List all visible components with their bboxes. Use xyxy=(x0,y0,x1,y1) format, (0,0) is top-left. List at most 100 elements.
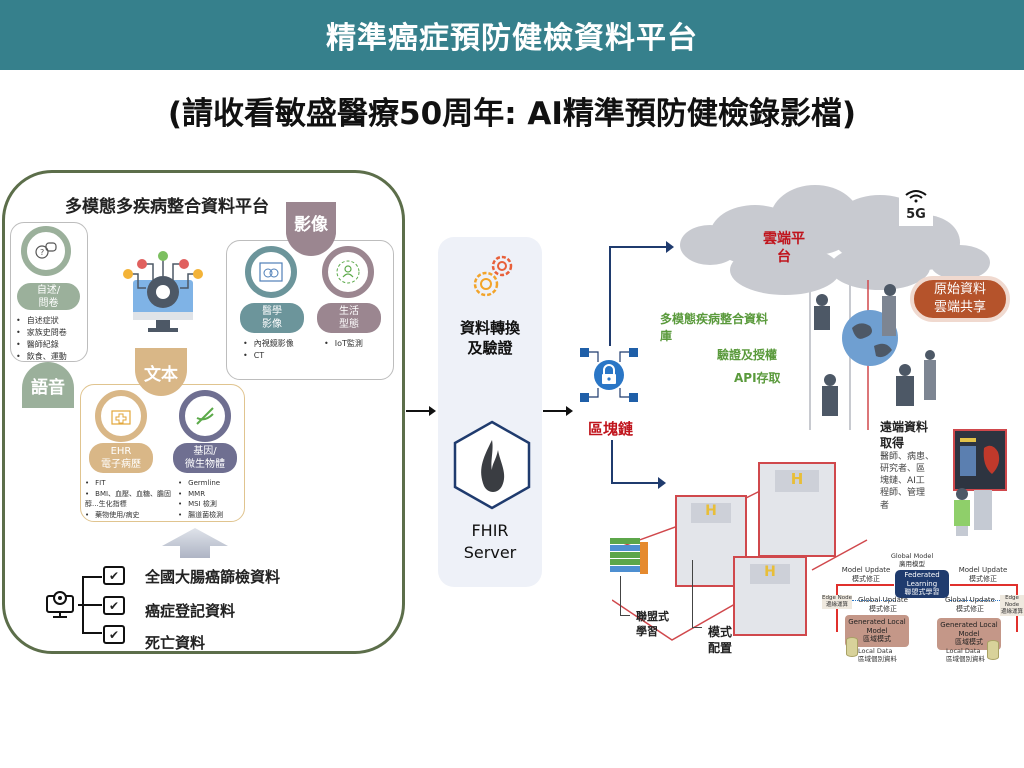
remote-desc-line: 醫師、病患、 xyxy=(880,452,935,462)
ehr-label: EHR 電子病歷 xyxy=(89,443,153,473)
convert-label: 資料轉換 及驗證 xyxy=(438,318,542,359)
fhir-server-label: FHIR Server xyxy=(438,520,542,563)
hospital-building: H xyxy=(733,556,807,636)
cloud-graphic xyxy=(670,185,1000,305)
dna-icon xyxy=(179,390,231,442)
line-down xyxy=(611,440,613,484)
checkbox-icon: ✔ xyxy=(103,625,125,644)
convert-gears-icon xyxy=(468,252,518,302)
blue-dotted-left xyxy=(852,600,896,601)
voice-item: 家族史問卷 xyxy=(16,327,67,339)
federated-pointer-tick xyxy=(620,615,630,616)
global-update-en: Global Update xyxy=(945,596,995,604)
federated-learning-stack-icon xyxy=(610,538,650,576)
voice-label-line2: 問卷 xyxy=(38,297,59,309)
remote-desc-line: 者 xyxy=(880,500,890,511)
medical-image-items: 內視鏡影像 CT xyxy=(243,338,294,362)
fl-center-line3: 聯盟式學習 xyxy=(904,588,940,597)
federated-learning-label: 聯盟式 學習 xyxy=(636,610,669,640)
gene-item: Germline xyxy=(178,478,223,489)
remote-title-line2: 取得 xyxy=(880,435,905,450)
lifestyle-items: IoT監測 xyxy=(324,338,363,350)
local-model-line1: Generated Local xyxy=(848,618,906,627)
local-model-line2: Model xyxy=(866,626,888,635)
chat-question-icon: ? xyxy=(21,226,71,276)
medical-item: CT xyxy=(243,350,294,362)
helipad-icon: H xyxy=(750,564,790,584)
remote-desc-line: 塊鏈、AI工 xyxy=(880,476,925,487)
edge-node-zh: 邊緣運算 xyxy=(1000,608,1023,615)
global-update-zh: 模式修正 xyxy=(956,604,984,613)
local-model-line3: 區域模式 xyxy=(955,638,983,647)
checkbox-icon: ✔ xyxy=(103,596,125,615)
hospital-building: H xyxy=(758,462,836,557)
gene-label-line1: 基因/ xyxy=(193,446,217,457)
checkbox-icon: ✔ xyxy=(103,566,125,585)
text-tab: 文本 xyxy=(135,348,187,396)
ehr-label-line1: EHR xyxy=(110,446,132,457)
local-data-en: Local Data xyxy=(946,647,981,655)
edge-node-en: Edge Node xyxy=(1004,595,1020,608)
fhir-flame-icon xyxy=(452,420,532,510)
remote-access-desc: 醫師、病患、 研究者、區 塊鏈、AI工 程師、管理 者 xyxy=(880,451,934,512)
svg-text:?: ? xyxy=(40,248,44,257)
feature-line: 庫 xyxy=(660,329,673,343)
remote-terminal-illustration xyxy=(948,428,1012,538)
edge-node-en: Edge Node xyxy=(822,595,852,601)
5g-badge: 5G xyxy=(899,188,933,226)
voice-item: 自述症狀 xyxy=(16,315,67,327)
page-title: 精準癌症預防健檢資料平台 xyxy=(326,21,698,56)
blockchain-lock-icon xyxy=(578,344,640,406)
medical-scan-icon xyxy=(245,246,297,298)
arrow-to-fhir xyxy=(406,406,436,416)
global-update-zh: 模式修正 xyxy=(869,604,897,613)
model-label-line2: 配置 xyxy=(708,641,733,656)
subtitle: (請收看敏盛醫療50周年: AI精準預防健檢錄影檔) xyxy=(167,96,857,132)
raw-data-share-badge: 原始資料 雲端共享 xyxy=(910,276,1010,322)
blue-dotted-right xyxy=(950,600,1000,601)
global-update-en: Global Update xyxy=(858,596,908,604)
network-label: 5G xyxy=(906,207,926,222)
arrow-head-cloud xyxy=(666,241,674,253)
local-data-left: Local Data 區域個別資料 xyxy=(858,647,918,663)
local-model-line3: 區域模式 xyxy=(863,635,891,644)
federated-label-line2: 學習 xyxy=(636,624,658,638)
model-pointer-tick xyxy=(692,627,702,628)
local-model-line1: Generated Local xyxy=(940,621,998,630)
feature-database: 多模態疾病整合資料 庫 xyxy=(660,310,768,344)
ehr-item: BMI、血壓、血糖、膽固醇...生化指標 xyxy=(85,489,180,510)
tree-stem xyxy=(78,604,102,606)
gene-items: Germline MMR MSI 檢測 腸道菌檢測 xyxy=(178,478,223,520)
medical-image-label: 醫學 影像 xyxy=(240,303,304,333)
remote-access-title: 遠端資料 取得 xyxy=(880,420,928,451)
model-update-en: Model Update xyxy=(841,566,891,574)
voice-label-line1: 自述/ xyxy=(36,284,61,296)
helipad-icon: H xyxy=(775,470,819,492)
global-model-zh: 廣用模型 xyxy=(899,560,925,569)
remote-title-line1: 遠端資料 xyxy=(880,420,929,434)
model-update-right: Model Update 模式修正 xyxy=(955,566,1011,584)
local-model-line2: Model xyxy=(958,629,980,638)
lifestyle-iot-icon xyxy=(322,246,374,298)
edge-node-left: Edge Node 邊緣運算 xyxy=(822,595,852,609)
arrow-head-hospitals xyxy=(658,477,666,489)
global-model-label: Global Model 廣用模型 xyxy=(882,552,942,568)
convert-line2: 及驗證 xyxy=(467,339,513,358)
remote-desc-line: 研究者、區 xyxy=(880,464,926,475)
feature-auth: 驗證及授權 xyxy=(717,348,778,362)
researchers-globe-illustration xyxy=(800,280,940,430)
lifestyle-item: IoT監測 xyxy=(324,338,363,350)
global-model-en: Global Model xyxy=(890,552,934,560)
line-to-cloud xyxy=(609,246,669,248)
header-bar: 精準癌症預防健檢資料平台 xyxy=(0,0,1024,70)
share-line2: 雲端共享 xyxy=(933,300,986,315)
model-pointer xyxy=(692,560,693,628)
gene-item: 腸道菌檢測 xyxy=(178,510,223,521)
fl-center-line2: Learning xyxy=(906,579,938,588)
platform-title: 多模態多疾病整合資料平台 xyxy=(65,197,269,217)
federated-pointer xyxy=(620,576,621,616)
image-tab-label: 影像 xyxy=(294,214,328,235)
voice-item: 醫師紀錄 xyxy=(16,339,67,351)
edge-node-right: Edge Node 邊緣運算 xyxy=(1000,595,1024,616)
global-update-right: Global Update 模式修正 xyxy=(942,596,998,614)
